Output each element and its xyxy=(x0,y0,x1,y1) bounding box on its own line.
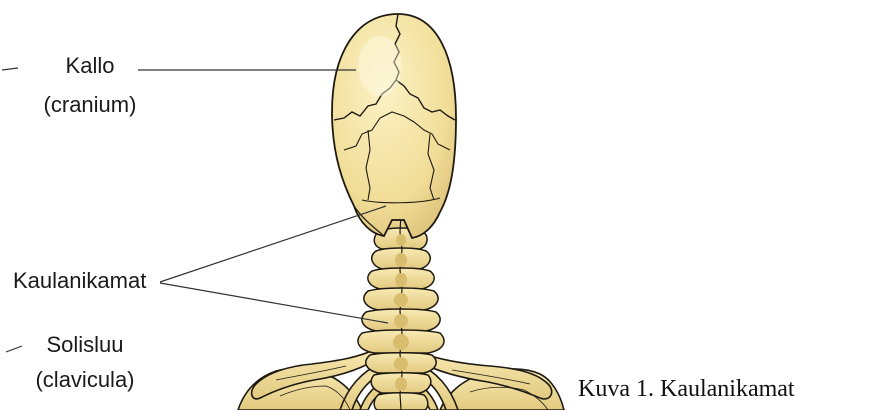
vertebrae-leader-line-upper xyxy=(160,206,386,282)
left-edge-tick-upper xyxy=(2,68,18,70)
figure-caption: Kuva 1. Kaulanikamat xyxy=(578,375,795,403)
vertebrae-leader-line-lower xyxy=(160,283,388,323)
cervical-vertebrae-label: Kaulanikamat xyxy=(13,268,146,294)
skull xyxy=(332,14,456,238)
cervical-spine xyxy=(358,208,444,410)
left-edge-tick-lower xyxy=(6,346,22,352)
collarbone-label: Solisluu xyxy=(40,332,130,358)
skull-latin-label: (cranium) xyxy=(22,92,158,118)
collarbone-latin-label: (clavicula) xyxy=(24,367,146,393)
skull-label: Kallo xyxy=(40,53,140,79)
